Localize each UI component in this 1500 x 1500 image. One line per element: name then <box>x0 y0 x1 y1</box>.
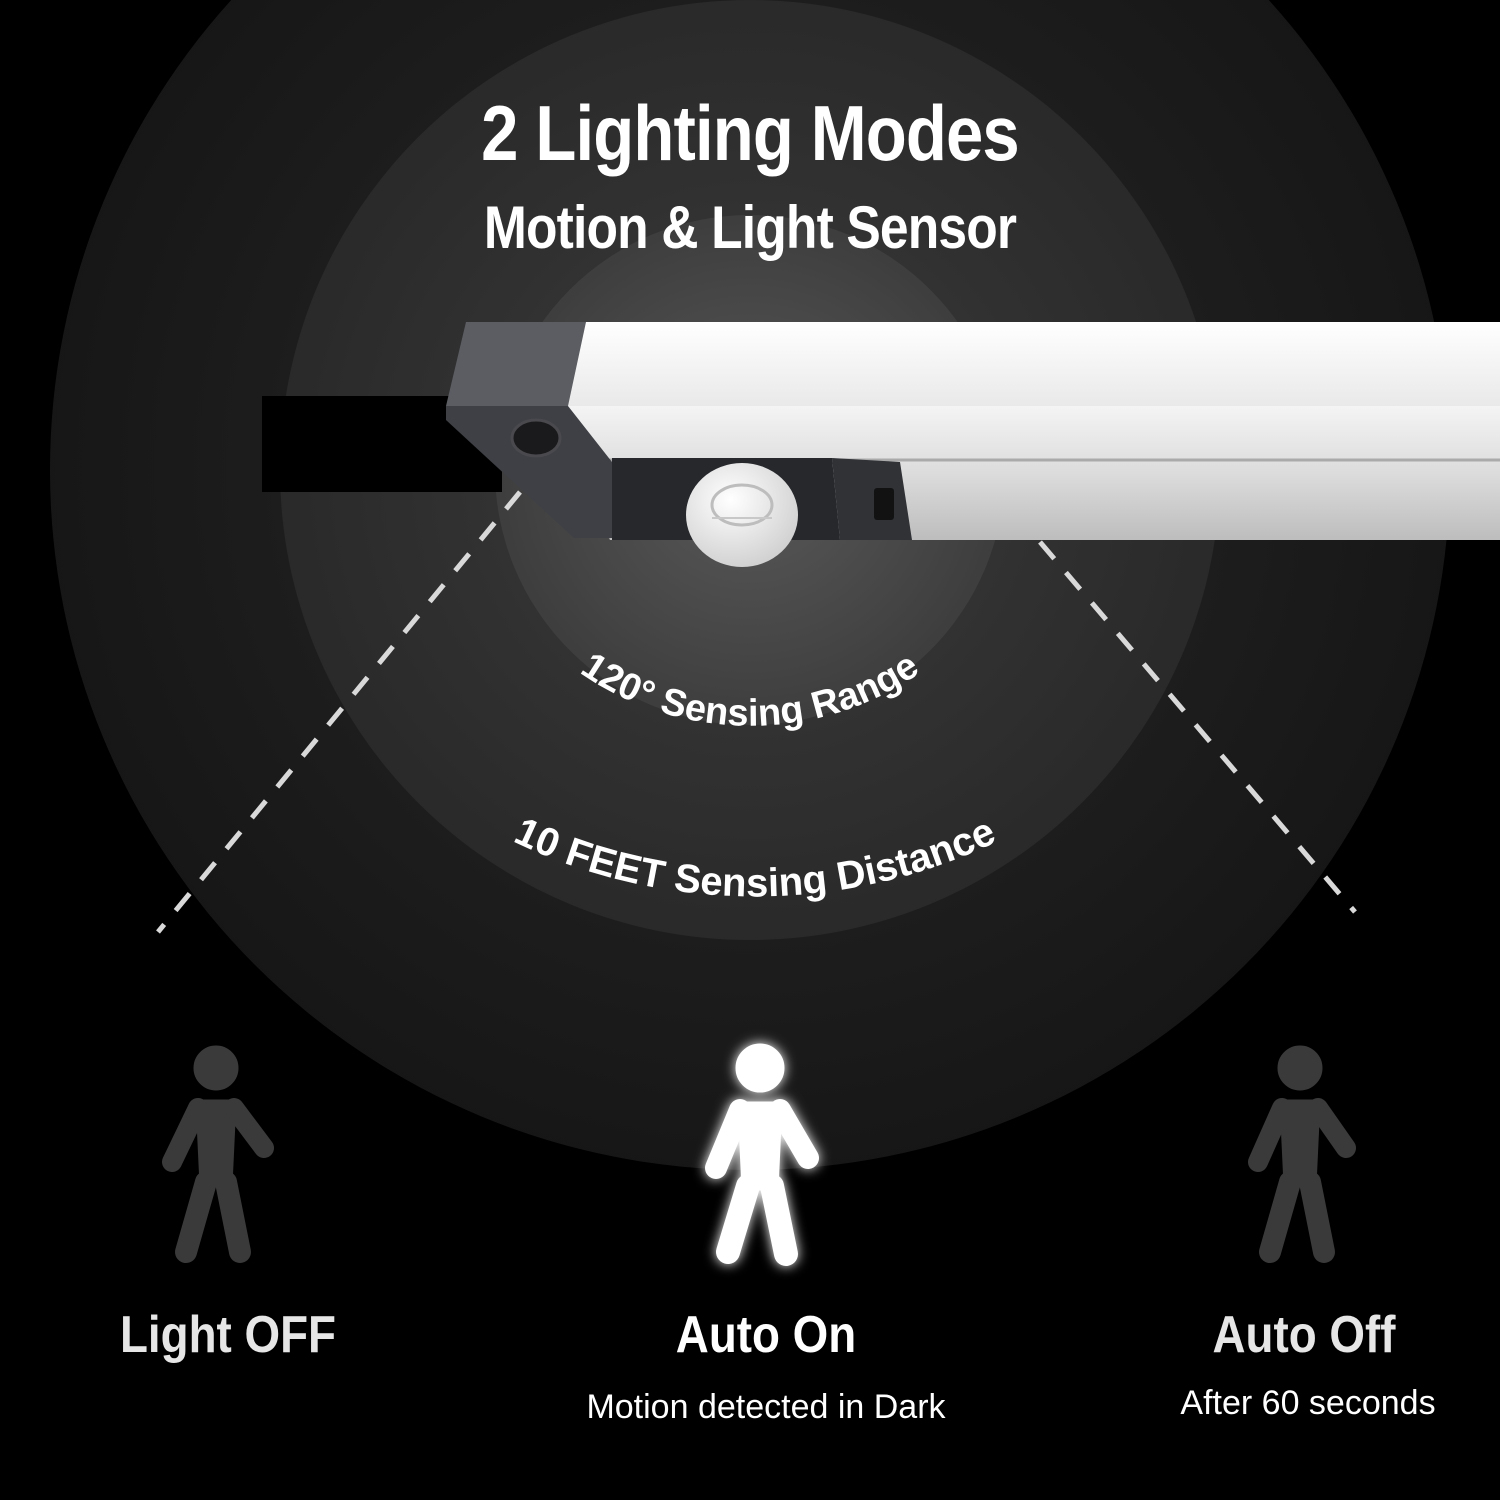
mode-auto-on-description: Motion detected in Dark <box>586 1388 946 1426</box>
mode-auto-off-title: Auto Off <box>1212 1306 1396 1364</box>
person-lit-center-icon <box>705 1043 819 1266</box>
mode-auto-on-title: Auto On <box>675 1306 857 1364</box>
page-subtitle: Motion & Light Sensor <box>483 194 1017 261</box>
mode-light-off-title: Light OFF <box>119 1306 337 1364</box>
light-sensor-lens <box>510 418 562 458</box>
range-boundary-right <box>1038 540 1357 914</box>
range-boundary-left <box>156 490 522 934</box>
person-dim-right-icon <box>1248 1045 1356 1263</box>
page-title: 2 Lighting Modes <box>481 89 1020 177</box>
mode-auto-off-description: After 60 seconds <box>1180 1384 1436 1422</box>
end-cap <box>446 406 612 538</box>
light-bar <box>446 322 1500 567</box>
person-dim-left-icon <box>162 1045 274 1263</box>
end-cap-top <box>446 322 586 406</box>
switch-icon <box>874 488 894 520</box>
motion-sensor-dome-icon <box>686 463 798 567</box>
